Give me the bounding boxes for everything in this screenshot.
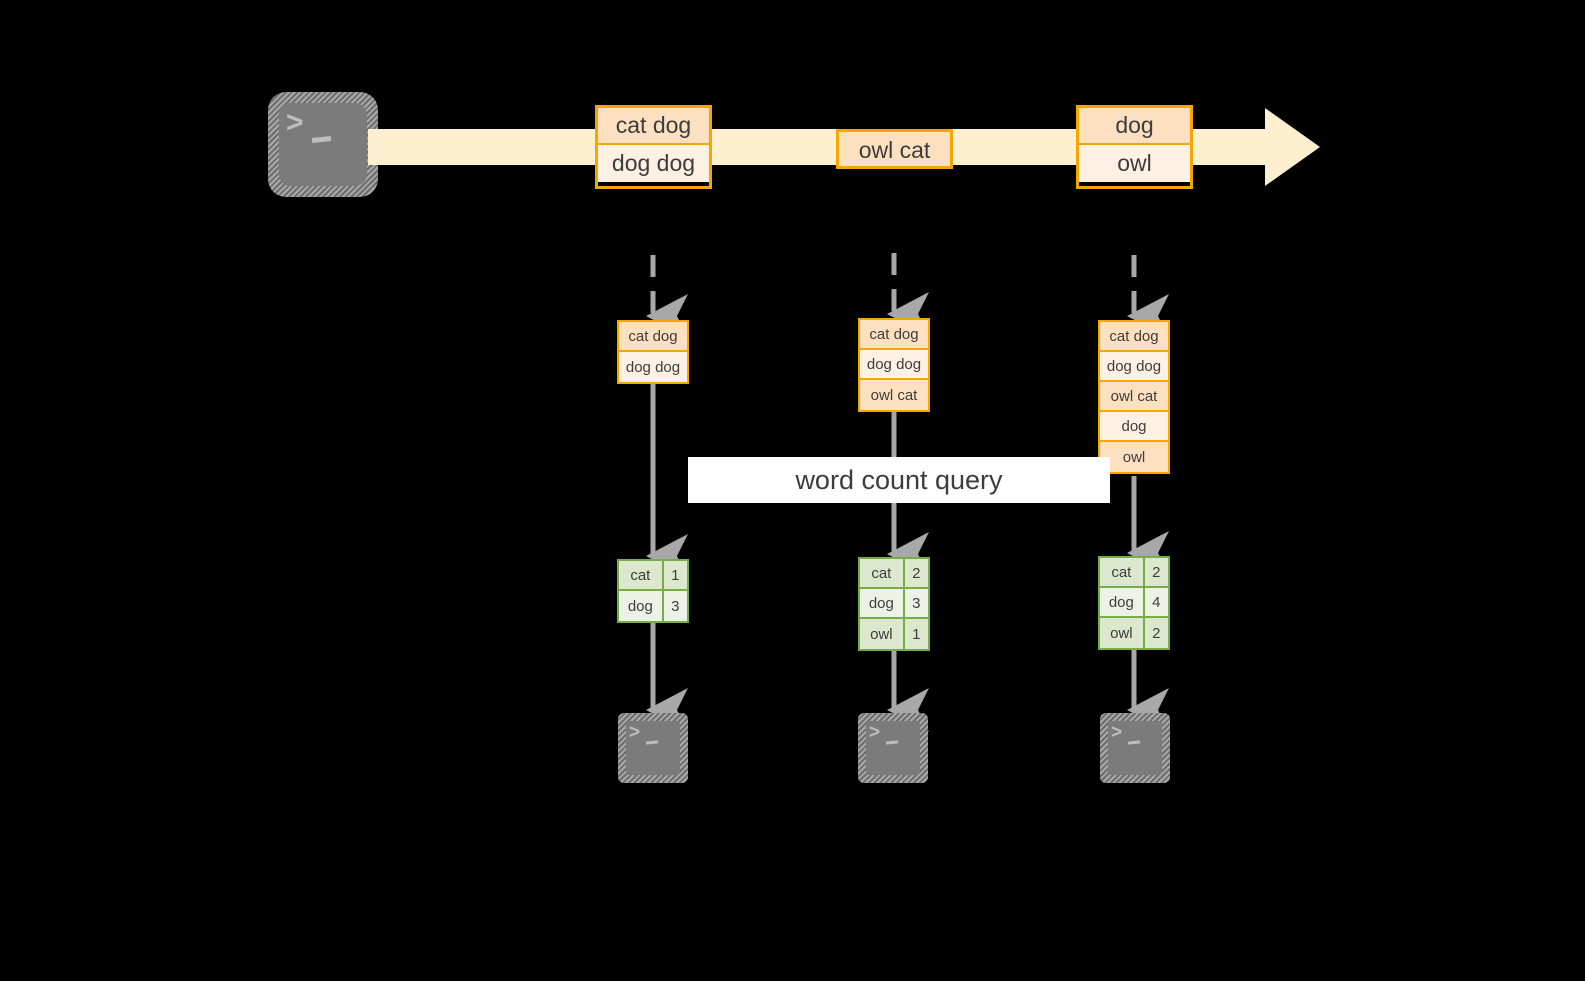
snapshot-3-sink-terminal-icon: > [1100,713,1170,783]
snapshot-2-input-table: cat dog dog dog owl cat [858,318,930,412]
result-row: owl 1 [860,619,928,649]
stream-record-1: cat dog dog dog [595,105,712,189]
input-row: cat dog [1100,322,1168,352]
input-row: dog [1100,412,1168,442]
snapshot-1-result-table: cat 1 dog 3 [617,559,689,623]
stream-record-line: cat dog [598,108,709,145]
result-count: 3 [904,589,928,617]
input-row: owl cat [860,380,928,410]
input-row: cat dog [619,322,687,352]
result-word: cat [1100,558,1145,586]
stream-record-line: owl cat [839,132,950,166]
result-word: dog [860,589,905,617]
result-word: cat [860,559,905,587]
result-word: cat [619,561,664,589]
terminal-prompt-glyph: > [869,722,881,743]
stream-record-3: dog owl [1076,105,1193,189]
result-word: dog [619,591,664,621]
terminal-screen [626,721,680,775]
terminal-prompt-glyph: > [286,106,304,139]
terminal-screen [1108,721,1162,775]
query-label: word count query [688,457,1110,503]
input-row: owl [1100,442,1168,472]
result-count: 3 [663,591,687,621]
result-count: 2 [1144,618,1168,648]
result-row: cat 2 [1100,558,1168,588]
terminal-screen [866,721,920,775]
stream-record-line: dog [1079,108,1190,145]
snapshot-1-sink-terminal-icon: > [618,713,688,783]
result-row: dog 3 [619,591,687,621]
result-count: 2 [904,559,928,587]
terminal-screen [279,103,367,186]
input-row: cat dog [860,320,928,350]
result-count: 4 [1144,588,1168,616]
result-word: dog [1100,588,1145,616]
stream-record-line: dog dog [598,145,709,182]
source-terminal-icon: > [268,92,378,197]
result-row: owl 2 [1100,618,1168,648]
result-row: cat 1 [619,561,687,591]
input-row: dog dog [1100,352,1168,382]
snapshot-2-sink-terminal-icon: > [858,713,928,783]
stream-record-2: owl cat [836,129,953,169]
snapshot-2-result-table: cat 2 dog 3 owl 1 [858,557,930,651]
result-count: 1 [904,619,928,649]
result-row: dog 4 [1100,588,1168,618]
result-word: owl [1100,618,1145,648]
snapshot-3-result-table: cat 2 dog 4 owl 2 [1098,556,1170,650]
snapshot-1-input-table: cat dog dog dog [617,320,689,384]
result-count: 1 [663,561,687,589]
stream-tap-arrows [646,253,1169,338]
input-row: owl cat [1100,382,1168,412]
result-row: cat 2 [860,559,928,589]
input-row: dog dog [860,350,928,380]
stream-record-line: owl [1079,145,1190,182]
result-count: 2 [1144,558,1168,586]
terminal-prompt-glyph: > [1111,722,1123,743]
snapshot-3-input-table: cat dog dog dog owl cat dog owl [1098,320,1170,474]
result-row: dog 3 [860,589,928,619]
terminal-prompt-glyph: > [629,722,641,743]
result-word: owl [860,619,905,649]
input-row: dog dog [619,352,687,382]
